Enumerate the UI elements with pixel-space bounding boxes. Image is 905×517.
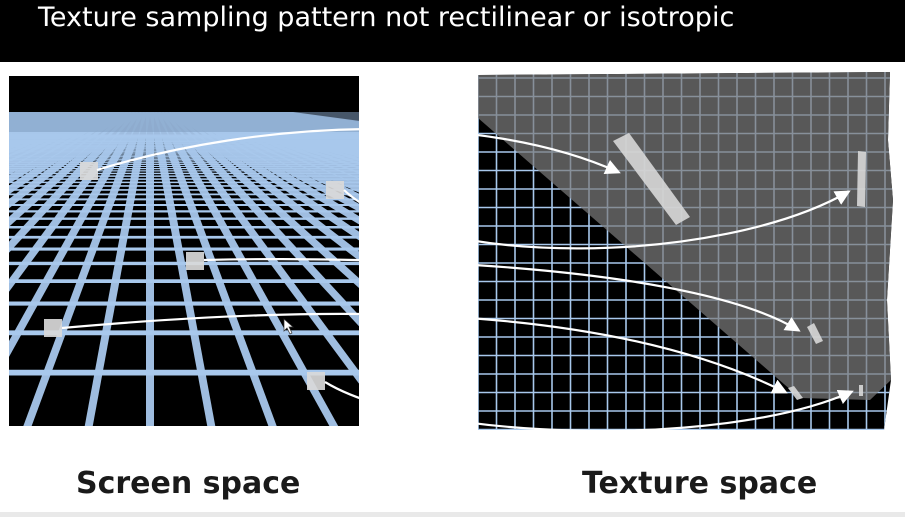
screen-sample-3 (186, 252, 204, 270)
texture-space-panel (478, 72, 893, 430)
texture-space-caption: Texture space (582, 466, 818, 501)
screen-sample-2 (326, 181, 344, 199)
screen-sample-5 (307, 372, 325, 390)
texture-footprint-5 (859, 385, 863, 396)
mapping-arrow-2 (343, 189, 851, 250)
cursor-icon (283, 318, 294, 335)
mapping-arrows (61, 127, 854, 432)
bottom-strip (0, 512, 905, 517)
texture-footprint-2 (857, 151, 866, 207)
mapping-arrow-1 (96, 127, 621, 174)
texture-footprint-3 (807, 323, 823, 344)
screen-space-panel (9, 76, 359, 426)
mapping-arrow-4 (61, 312, 788, 394)
mapping-arrow-3 (203, 258, 801, 332)
texture-footprint-4 (788, 386, 803, 400)
perspective-grid (9, 76, 359, 426)
title-bar: Texture sampling pattern not rectilinear… (0, 0, 905, 62)
screen-samples (44, 162, 344, 390)
screen-sample-1 (80, 162, 98, 180)
texture-footprint-1 (613, 133, 690, 225)
screen-space-caption: Screen space (76, 466, 301, 501)
slide-title: Texture sampling pattern not rectilinear… (38, 2, 735, 33)
mapping-arrow-5 (324, 381, 854, 432)
screen-sample-4 (44, 319, 62, 337)
